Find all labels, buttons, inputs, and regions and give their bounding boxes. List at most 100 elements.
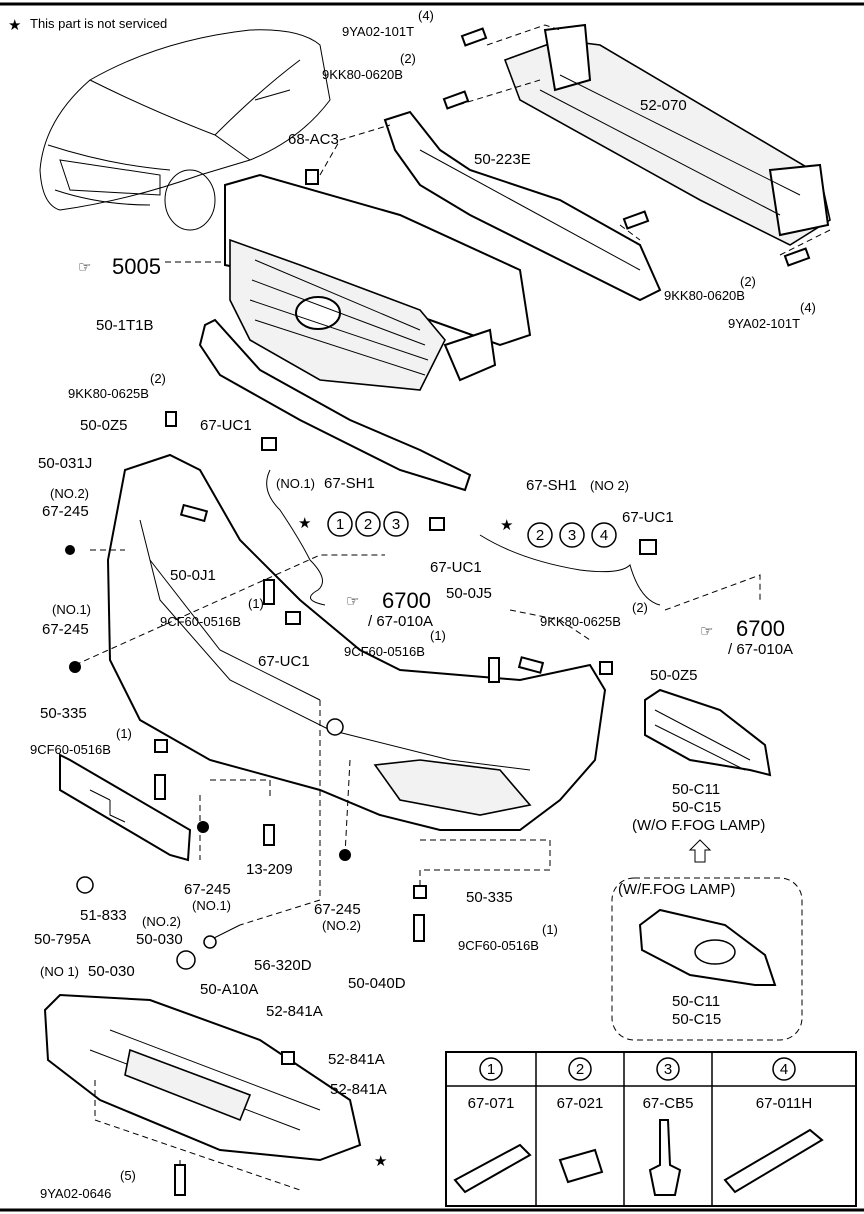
legend-index-2: 2 [576,1061,584,1078]
label-9ya02-0646-qty: (5) [120,1168,136,1183]
label-67-245-no2-l: 67-245 [42,503,89,520]
legend-index-1: 1 [487,1061,495,1078]
sh1-no1-index-2: 2 [364,516,372,533]
clip-67-071 [453,1143,532,1194]
label-50-223e: 50-223E [474,151,531,168]
ref-icon-6700-r: ☞ [700,623,713,640]
label-9kk80-0625b-r-qty: (2) [632,600,648,615]
variant-arrow [688,839,712,863]
label-9ya02-0646: 9YA02-0646 [40,1186,111,1201]
part-labels: (4) 9YA02-101T (2) 9KK80-0620B 52-070 68… [30,8,816,1201]
engine-under-cover [43,993,362,1162]
label-50-030-no1: 50-030 [88,963,135,980]
label-50-031j: 50-031J [38,455,92,472]
label-9kk80-0625b-l-qty: (2) [150,371,166,386]
label-67-sh1-no1-tag: (NO.1) [276,476,315,491]
label-9kk80-0620b-top: 9KK80-0620B [322,67,403,82]
label-9kk80-0625b-r: 9KK80-0625B [540,614,621,629]
label-9cf60-0516b-d-qty: (1) [542,922,558,937]
label-9cf60-0516b-c: 9CF60-0516B [30,742,111,757]
label-fog-cover-note: (W/O F.FOG LAMP) [632,817,765,834]
label-52-841a-3: 52-841A [330,1081,387,1098]
label-67-uc1-r: 67-UC1 [622,509,674,526]
clip-67-cb5 [648,1119,682,1196]
star-symbol-under-cover: ★ [374,1153,387,1170]
label-9cf60-0516b-b: 9CF60-0516B [344,644,425,659]
label-9ya02-101t-r: 9YA02-101T [728,316,800,331]
grille-lower-molding [198,318,472,492]
label-9ya02-101t-top-qty: (4) [418,8,434,23]
sh1-no2-index-2: 2 [536,527,544,544]
label-9ya02-101t-top: 9YA02-101T [342,24,414,39]
grille-panel [224,173,532,391]
legend-index-4: 4 [780,1061,788,1078]
legend-part-1: 67-071 [468,1095,515,1112]
star-symbol-sh1-no2: ★ [500,517,513,534]
label-9ya02-101t-r-qty: (4) [800,300,816,315]
label-50-030-no2-tag: (NO.2) [142,914,181,929]
sh1-no1-callouts: ★ 1 2 3 [298,511,409,537]
label-67-uc1-top: 67-UC1 [200,417,252,434]
harness-no2 [479,534,661,606]
label-67-uc1-mid: 67-UC1 [430,559,482,576]
label-9cf60-0516b-b-qty: (1) [430,628,446,643]
label-fog-box-title: (W/F.FOG LAMP) [618,881,736,898]
label-fog-cover-b: 50-C15 [672,799,721,816]
star-symbol-sh1-no1: ★ [298,515,311,532]
label-67-sh1-no2-tag: (NO 2) [590,478,629,493]
label-9kk80-0625b-l: 9KK80-0625B [68,386,149,401]
clip-67-021 [558,1148,604,1184]
license-plate-bracket [59,753,192,862]
legend-part-2: 67-021 [557,1095,604,1112]
label-50-1t1b: 50-1T1B [96,317,154,334]
label-50-0z5-l: 50-0Z5 [80,417,128,434]
label-52-841a-2: 52-841A [328,1051,385,1068]
label-ref-6700-r: 6700 [736,616,785,641]
legend-part-4: 67-011H [756,1095,812,1112]
vehicle-illustration [39,29,331,231]
not-serviced-text: This part is not serviced [30,16,167,31]
label-9cf60-0516b-d: 9CF60-0516B [458,938,539,953]
clip-67-011h [723,1128,824,1194]
label-50-030-no2: 50-030 [136,931,183,948]
label-fog-cover-a: 50-C11 [672,781,720,798]
label-50-0j5: 50-0J5 [446,585,492,602]
label-50-335-l: 50-335 [40,705,87,722]
label-67-245-no1-l-qty: (NO.1) [52,602,91,617]
label-50-335-b: 50-335 [466,889,513,906]
sh1-no1-index-3: 3 [392,516,400,533]
label-50-040d: 50-040D [348,975,406,992]
legend-part-3: 67-CB5 [643,1095,694,1112]
sh1-no1-index-1: 1 [336,516,344,533]
label-67-uc1-low: 67-UC1 [258,653,310,670]
ref-icon-5005: ☞ [78,259,91,276]
harness-no1 [266,469,326,606]
label-50-0z5-r: 50-0Z5 [650,667,698,684]
label-50-795a: 50-795A [34,931,91,948]
label-9kk80-0620b-r-qty: (2) [740,274,756,289]
label-67-245-no1-b-qty: (NO.1) [192,898,231,913]
label-9cf60-0516b-c-qty: (1) [116,726,132,741]
sh1-no2-index-4: 4 [600,527,608,544]
label-50-030-no1-tag: (NO 1) [40,964,79,979]
sh1-no2-index-3: 3 [568,527,576,544]
label-fog-box-b: 50-C15 [672,1011,721,1028]
ref-icon-6700-l: ☞ [346,593,359,610]
star-symbol: ★ [8,17,21,34]
label-9cf60-0516b-a: 9CF60-0516B [160,614,241,629]
label-67-245-no1-b: 67-245 [184,881,231,898]
label-ref-5005: 5005 [112,254,161,279]
label-56-320d: 56-320D [254,957,312,974]
label-ref-6700-l: 6700 [382,588,431,613]
label-ref-6700-r-sub: / 67-010A [728,641,793,658]
label-68-ac3: 68-AC3 [288,131,339,148]
label-9kk80-0620b-top-qty: (2) [400,51,416,66]
label-50-a10a: 50-A10A [200,981,258,998]
label-67-245-no2-b: 67-245 [314,901,361,918]
legend-index-3: 3 [664,1061,672,1078]
label-ref-6700-l-sub: / 67-010A [368,613,433,630]
label-67-245-no2-l-qty: (NO.2) [50,486,89,501]
label-9kk80-0620b-r: 9KK80-0620B [664,288,745,303]
label-67-245-no1-l: 67-245 [42,621,89,638]
